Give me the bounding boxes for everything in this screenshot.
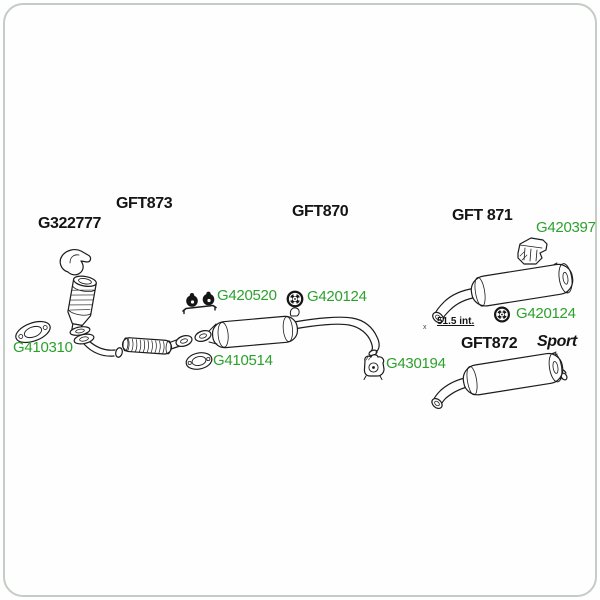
rear-silencer-gft871-drawing xyxy=(432,262,574,324)
ring-hanger-drawing-rear xyxy=(494,306,510,323)
sport-rear-silencer-drawing xyxy=(431,351,568,410)
part-link-g420397[interactable]: G420397 xyxy=(536,219,596,236)
part-link-g410310[interactable]: G410310 xyxy=(13,339,73,356)
mount-block-drawing xyxy=(517,237,548,265)
front-gasket-drawing xyxy=(15,320,51,344)
kit-title-gft871: GFT 871 xyxy=(452,207,513,224)
ring-hanger-drawing-mid xyxy=(286,290,304,308)
kit-title-g322777: G322777 xyxy=(38,215,102,232)
part-link-g420124-mid[interactable]: G420124 xyxy=(307,288,367,305)
part-link-g420520[interactable]: G420520 xyxy=(217,287,277,304)
variant-label-sport: Sport xyxy=(537,333,577,350)
part-link-g430194[interactable]: G430194 xyxy=(386,355,446,372)
stray-mark: x xyxy=(423,324,427,331)
panel-border xyxy=(3,3,597,597)
bracket-hanger-drawing xyxy=(363,354,385,380)
catalytic-converter-drawing xyxy=(59,249,97,336)
intermediate-gasket-drawing xyxy=(185,352,213,370)
part-link-g410514[interactable]: G410514 xyxy=(213,352,273,369)
inlet-diameter-note: 51.5 int. xyxy=(437,316,475,327)
hanger-pair-drawing xyxy=(182,291,217,315)
middle-silencer-drawing xyxy=(194,307,380,357)
kit-title-gft873: GFT873 xyxy=(116,195,173,212)
kit-title-gft872: GFT872 xyxy=(461,335,518,352)
kit-title-gft870: GFT870 xyxy=(292,203,349,220)
downpipe-flex-drawing xyxy=(73,333,193,358)
part-link-g420124-rear[interactable]: G420124 xyxy=(516,305,576,322)
